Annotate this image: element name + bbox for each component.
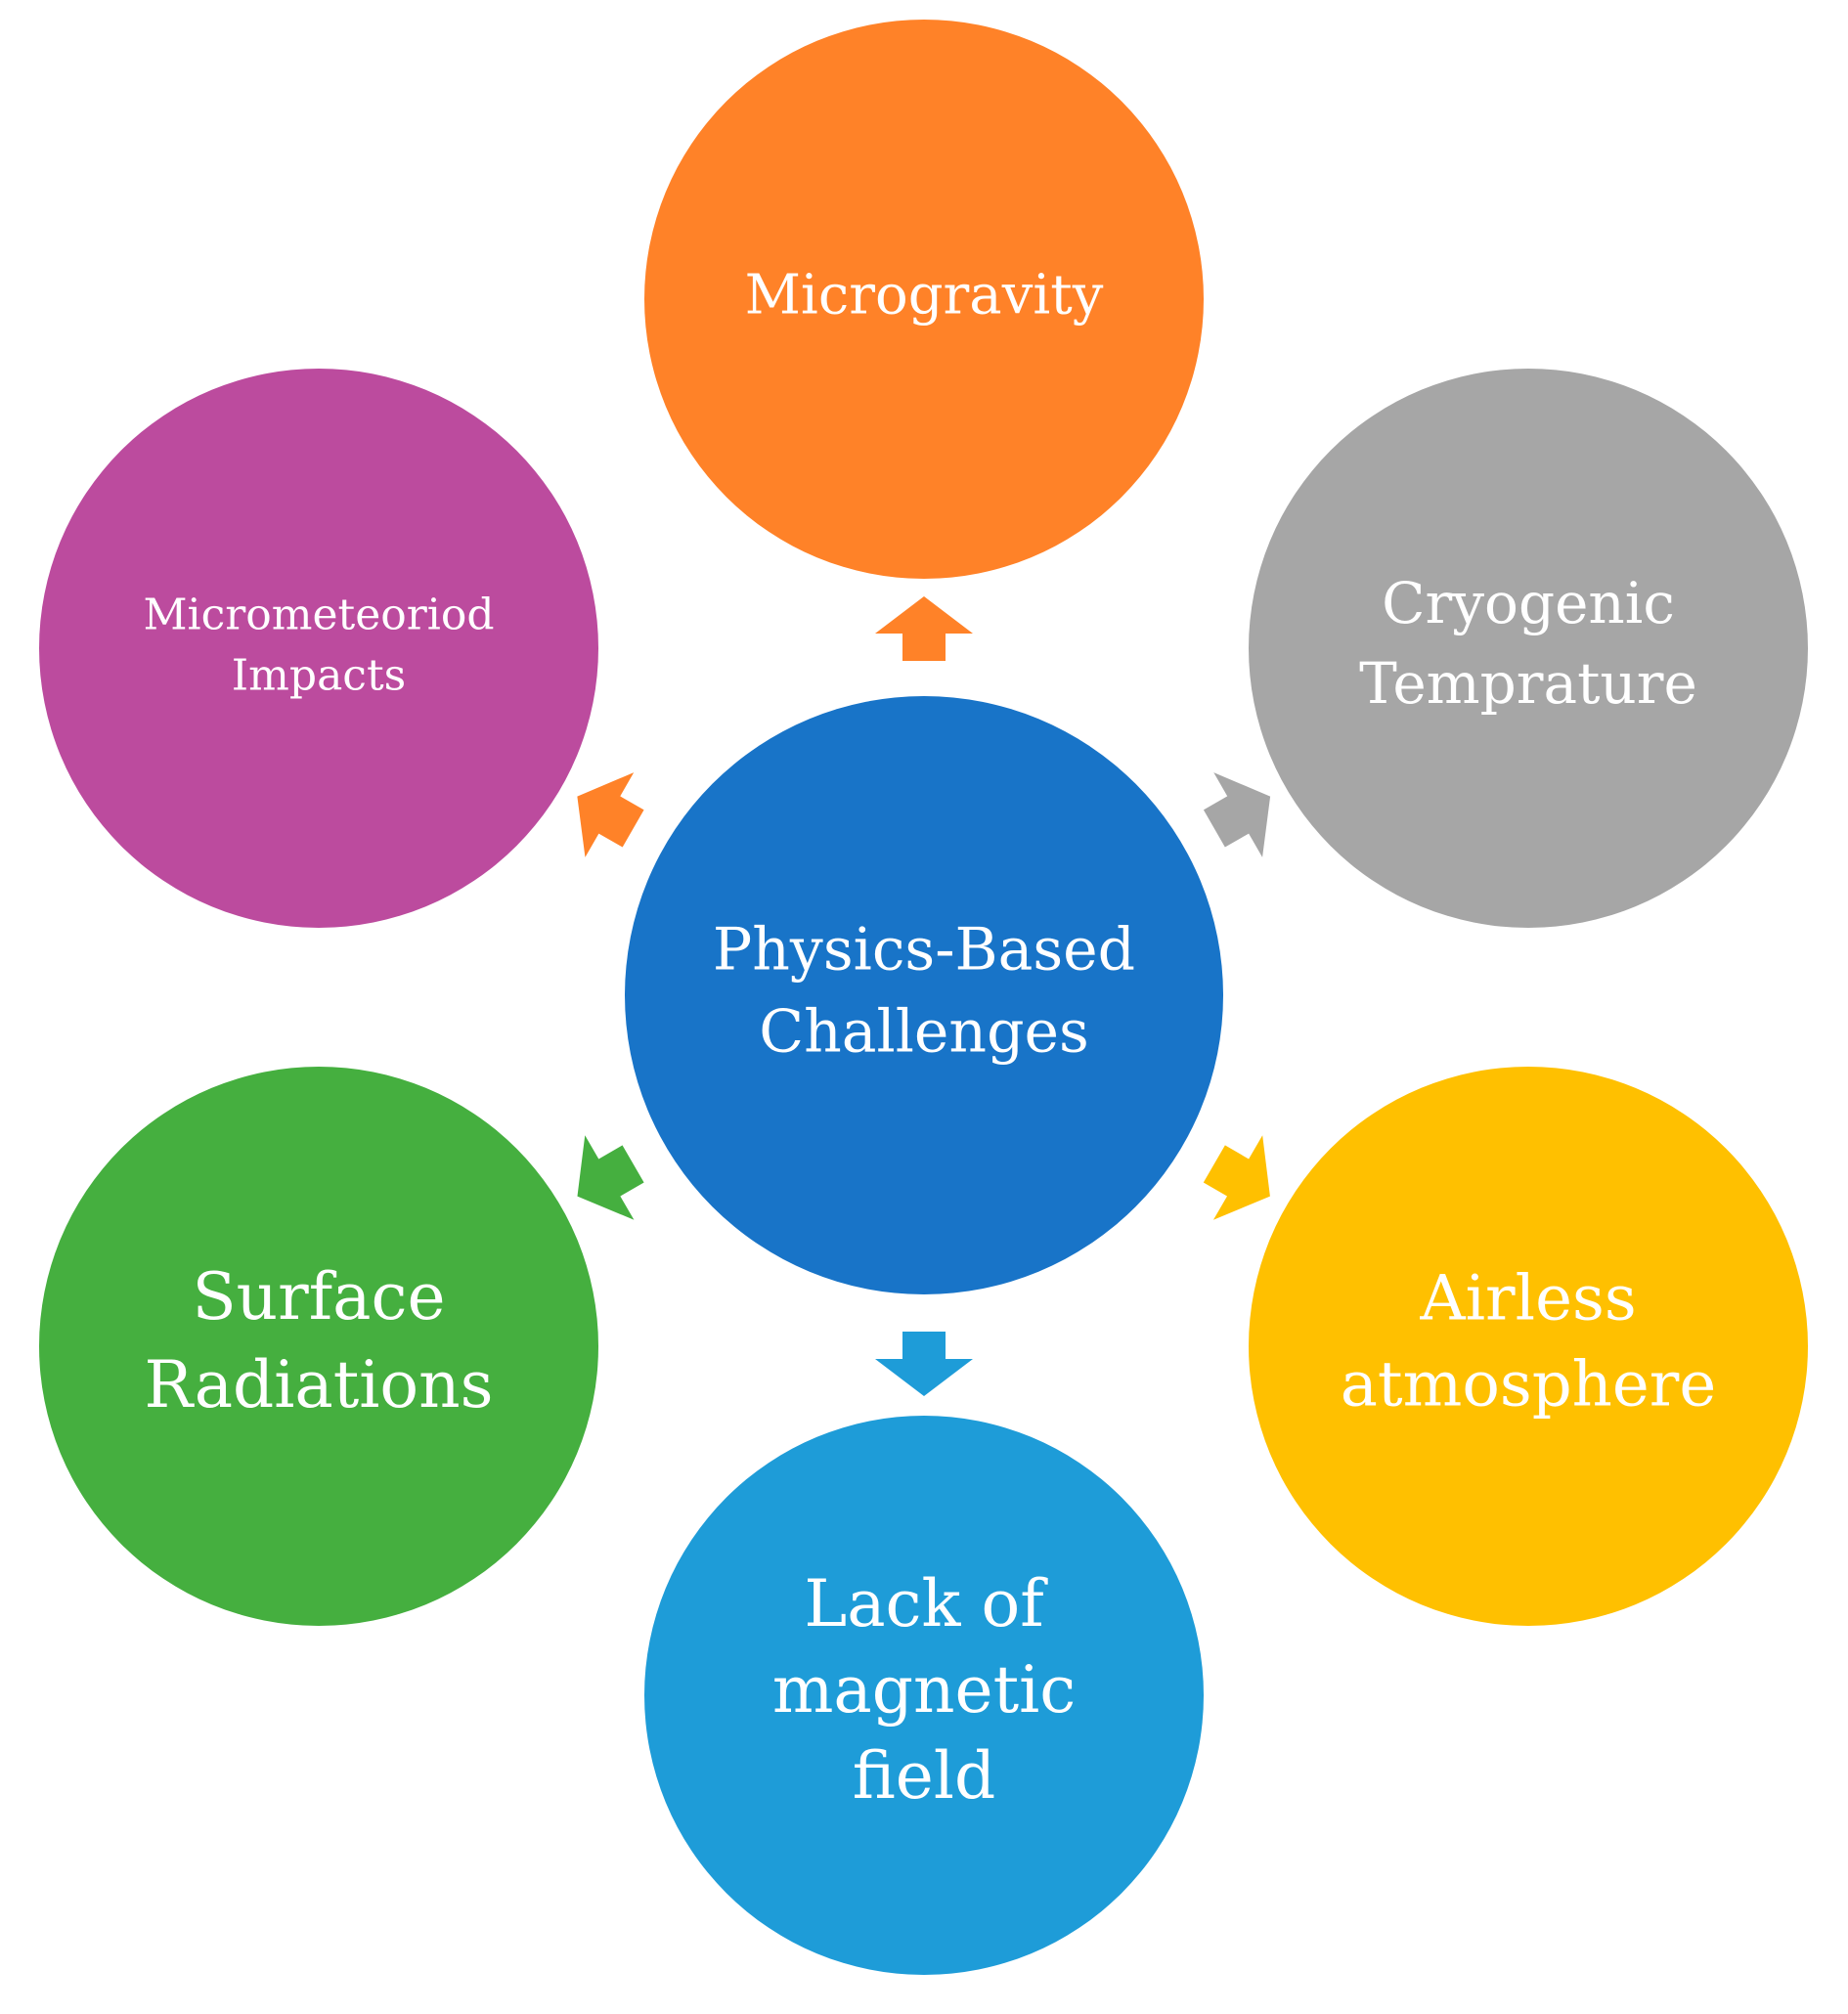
arrow-to-magnetic: [875, 1332, 973, 1396]
node-microgravity-label-line-1: Microgravity: [745, 264, 1104, 328]
node-cryogenic-circle: [1249, 369, 1808, 928]
node-microgravity-circle: [644, 20, 1204, 579]
arrow-to-micrometeoroid: [577, 772, 644, 857]
node-micrometeoroid-label-line-1: Micrometeoriod: [143, 591, 494, 640]
node-cryogenic-label-line-2: Temprature: [1359, 650, 1697, 717]
node-micrometeoroid-label-line-2: Impacts: [232, 651, 406, 701]
node-micrometeoroid-circle: [39, 369, 598, 928]
node-cryogenic-label-line-1: Cryogenic: [1382, 570, 1675, 636]
node-magnetic-circle: [644, 1416, 1204, 1975]
node-airless: Airless atmosphere: [1249, 1067, 1808, 1626]
node-microgravity: Microgravity: [644, 20, 1204, 579]
node-surface-label-line-2: Radiations: [144, 1347, 493, 1423]
node-surface-circle: [39, 1067, 598, 1626]
node-airless-label-line-2: atmosphere: [1341, 1349, 1716, 1422]
center-node-label-line-1: Physics-Based: [713, 916, 1135, 985]
node-airless-circle: [1249, 1067, 1808, 1626]
center-node-circle: [625, 696, 1223, 1294]
node-magnetic: Lack of magnetic field: [644, 1416, 1204, 1975]
arrows-layer: [577, 596, 1271, 1396]
node-magnetic-label-line-2: magnetic: [772, 1652, 1076, 1728]
arrow-to-cryogenic: [1203, 772, 1271, 857]
node-magnetic-label-line-1: Lack of: [804, 1566, 1048, 1642]
arrow-to-airless: [1203, 1135, 1270, 1220]
node-airless-label-line-1: Airless: [1419, 1263, 1636, 1335]
node-surface-label-line-1: Surface: [192, 1259, 445, 1335]
arrow-to-surface: [577, 1135, 644, 1220]
node-magnetic-label-line-3: field: [853, 1738, 995, 1814]
center-node-label-line-2: Challenges: [759, 998, 1089, 1067]
arrow-to-microgravity: [875, 596, 973, 661]
